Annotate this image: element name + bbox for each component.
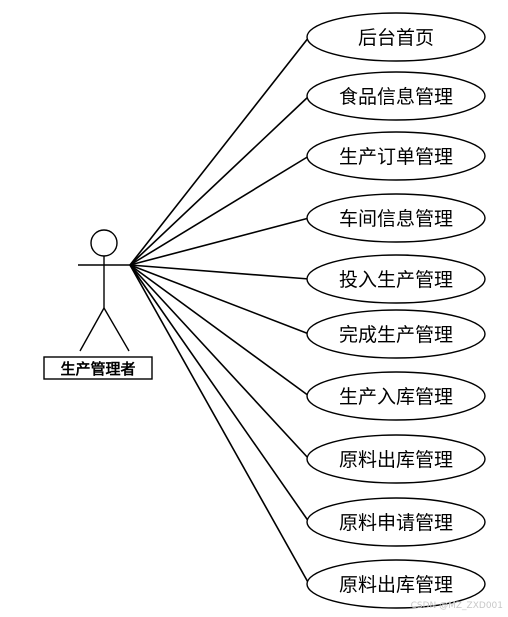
use-case-label: 生产入库管理 <box>339 386 453 408</box>
use-case-ellipse <box>306 559 486 609</box>
use-case-label: 原料出库管理 <box>339 449 453 471</box>
association-line <box>129 36 310 266</box>
actor-name: 生产管理者 <box>60 360 135 378</box>
association-line <box>129 95 310 266</box>
use-case-ellipse <box>306 12 486 62</box>
use-case: 车间信息管理 <box>306 193 486 243</box>
use-case-label: 车间信息管理 <box>339 208 453 230</box>
use-case: 生产订单管理 <box>306 131 486 181</box>
actor-right-leg <box>103 307 130 352</box>
use-case: 原料出库管理 <box>306 434 486 484</box>
use-case-label: 原料出库管理 <box>339 574 453 596</box>
use-case: 投入生产管理 <box>306 254 486 304</box>
use-case: 后台首页 <box>306 12 486 62</box>
association-line <box>129 264 310 523</box>
association-line <box>129 217 310 266</box>
association-line <box>129 264 310 585</box>
use-case-label: 后台首页 <box>358 27 434 49</box>
use-case: 生产入库管理 <box>306 371 486 421</box>
actor-figure <box>78 229 130 352</box>
use-case-ellipse <box>306 131 486 181</box>
use-case-label: 生产订单管理 <box>339 146 453 168</box>
association-line <box>129 264 310 460</box>
use-case-ellipse <box>306 71 486 121</box>
watermark-text: CSDN @MZ_ZXD001 <box>411 601 503 611</box>
use-case-group: 后台首页食品信息管理生产订单管理车间信息管理投入生产管理完成生产管理生产入库管理… <box>306 12 486 609</box>
use-case-ellipse <box>306 497 486 547</box>
use-case-label: 投入生产管理 <box>339 269 453 291</box>
use-case-label: 食品信息管理 <box>339 86 453 108</box>
actor-label-box <box>43 356 153 380</box>
use-case-ellipse <box>306 434 486 484</box>
use-case: 食品信息管理 <box>306 71 486 121</box>
association-lines <box>129 36 310 585</box>
actor-left-leg <box>79 307 105 352</box>
use-case-label: 完成生产管理 <box>339 324 453 346</box>
use-case-ellipse <box>306 371 486 421</box>
use-case-label: 原料申请管理 <box>339 512 453 534</box>
association-line <box>129 264 310 280</box>
use-case-ellipse <box>306 193 486 243</box>
use-case: 完成生产管理 <box>306 309 486 359</box>
use-case-ellipse <box>306 309 486 359</box>
actor-head <box>90 229 118 257</box>
use-case: 原料申请管理 <box>306 497 486 547</box>
association-line <box>129 264 310 397</box>
use-case: 原料出库管理 <box>306 559 486 609</box>
use-case-ellipse <box>306 254 486 304</box>
association-line <box>129 155 310 266</box>
association-line <box>129 264 310 335</box>
